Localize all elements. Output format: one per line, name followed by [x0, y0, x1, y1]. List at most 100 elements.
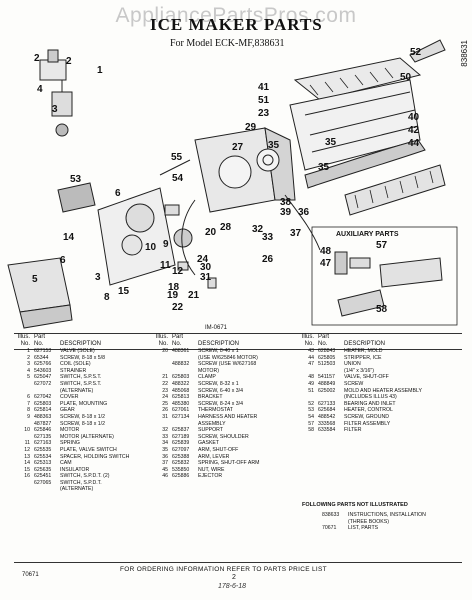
callout-14: 14: [63, 232, 75, 243]
callout-6b: 6: [60, 255, 66, 266]
part-description: NUT, WIRE: [198, 466, 225, 473]
part-description: STRIPPER, ICE: [344, 354, 382, 361]
illus-number: [298, 368, 318, 375]
part-number: 488542: [318, 413, 336, 420]
illus-number: 35: [162, 446, 168, 453]
part-number: [34, 388, 60, 395]
part-description: MOLD AND HEATER ASSEMBLY: [344, 387, 422, 394]
part-number: 627163: [34, 440, 52, 447]
part-number: 625313: [34, 460, 52, 467]
auxiliary-parts-box: [311, 226, 458, 326]
callout-5: 5: [32, 274, 38, 285]
part-number: [172, 368, 198, 375]
callout-31: 31: [200, 272, 212, 283]
part-description: SCREW, 8-18 x 1/2: [60, 420, 105, 427]
callout-3b: 3: [95, 272, 101, 283]
part-description: ASSEMBLY: [198, 420, 226, 427]
union-shape: [349, 257, 371, 269]
gear-shape: [121, 234, 143, 256]
illus-number: 11: [24, 440, 30, 447]
part-number: 625803: [172, 374, 190, 381]
top-rule: [14, 333, 462, 334]
illus-number: 3: [27, 361, 30, 368]
part-number: 625814: [34, 407, 52, 414]
part-description: SCREW, 8-32 x 1: [198, 380, 239, 387]
part-number: 625451: [34, 473, 52, 480]
callout-32: 32: [252, 224, 264, 235]
illus-number: 24: [162, 394, 168, 401]
callout-40: 40: [408, 112, 420, 123]
control-heater-shape: [57, 182, 96, 213]
callout-2b: 2: [66, 56, 72, 67]
part-description: (USE W/625846 MOTOR): [198, 354, 258, 361]
ejector-shape: [293, 57, 422, 101]
table-row: (1/4" x 3/16"): [298, 368, 458, 375]
column-header-2: No. No. DESCRIPTION: [20, 341, 102, 347]
illus-number: 4: [27, 367, 30, 374]
illus-number: 37: [162, 460, 168, 467]
illus-number: 21: [162, 374, 168, 381]
illus-number: 22: [162, 380, 168, 387]
part-description: HEATER, MOLD: [344, 348, 383, 354]
illus-number: 8: [27, 407, 30, 414]
table-row: MOTOR): [152, 368, 292, 375]
part-number: 485068: [172, 387, 190, 394]
illus-number: [298, 394, 318, 401]
part-number: 625684: [318, 407, 336, 414]
part-number: 625837: [172, 427, 190, 434]
illus-number: [152, 368, 172, 375]
callout-9: 9: [163, 239, 169, 250]
illus-number: 23: [162, 387, 168, 394]
callout-39: 39: [280, 207, 292, 218]
illus-number: 52: [308, 400, 314, 407]
part-description: HARNESS AND HEATER: [198, 413, 258, 420]
callout-35c: 35: [318, 162, 330, 173]
callout-24: 24: [197, 254, 209, 265]
motor-shape: [125, 203, 155, 233]
illus-number: [152, 421, 172, 428]
part-description: ARM, LEVER: [198, 453, 230, 460]
illus-number: 26: [162, 407, 168, 414]
illus-number: [302, 512, 322, 519]
illus-number: 15: [24, 466, 30, 473]
part-description: STRAINER: [60, 367, 87, 374]
part-number: 838633: [322, 512, 340, 518]
illus-number: 48: [308, 374, 314, 381]
footer-rule: [14, 562, 462, 563]
shutoff-valve-shape: [334, 251, 348, 275]
part-number: 625635: [34, 466, 52, 473]
part-description: EJECTOR: [198, 473, 223, 480]
part-number: 488363: [34, 413, 52, 420]
illus-number: 54: [308, 413, 314, 420]
part-description: (THREE BOOKS): [348, 518, 389, 525]
table-row: (ALTERNATE): [14, 486, 142, 493]
part-number: 625846: [34, 427, 52, 434]
callout-54: 54: [172, 173, 184, 184]
part-description: SWITCH, S.P.S.T.: [60, 374, 102, 381]
callout-30: 30: [200, 262, 212, 273]
part-number: [172, 421, 198, 428]
part-number: 625535: [34, 446, 52, 453]
illus-number: 51: [308, 387, 314, 394]
illus-number: 33: [162, 433, 168, 440]
part-number: 625805: [318, 354, 336, 361]
part-description: SPRING, SHUT-OFF ARM: [198, 460, 260, 467]
part-number: 625002: [318, 387, 336, 394]
part-number: 627061: [172, 407, 190, 414]
